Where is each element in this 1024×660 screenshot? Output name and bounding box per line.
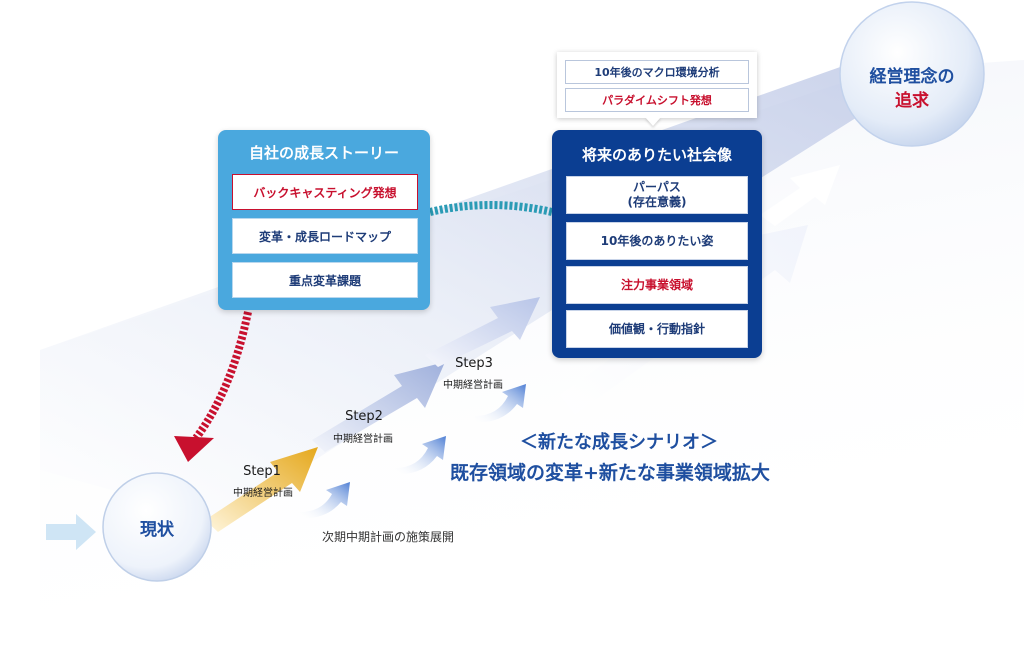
panel-connector-dashed [429, 201, 553, 216]
incoming-arrow-icon [46, 514, 96, 550]
purpose-item: パーパス (存在意義) [566, 176, 748, 214]
step1-arrow [205, 447, 318, 532]
swoop-arrow-1 [300, 482, 350, 519]
step3-label: Step3 [455, 356, 493, 371]
step3-sublabel: 中期経営計画 [443, 380, 503, 391]
step1-sublabel: 中期経営計画 [233, 488, 293, 499]
current-state-label: 現状 [140, 520, 174, 540]
focus-domains-item: 注力事業領域 [566, 266, 748, 304]
current-state-circle [102, 472, 212, 582]
callout-tail [645, 117, 661, 126]
step2-arrow [312, 362, 445, 452]
vision-10yr-label: 10年後のありたい姿 [600, 233, 714, 248]
step1-label: Step1 [243, 464, 281, 479]
goal-circle [839, 1, 985, 147]
future-society-title: 将来のありたい社会像 [581, 146, 732, 164]
purpose-label: パーパス [633, 180, 681, 194]
big-arrow-upper [760, 165, 840, 226]
focus-domains-label: 注力事業領域 [620, 277, 693, 292]
backcasting-item: バックキャスティング発想 [232, 174, 418, 210]
roadmap-item: 変革・成長ロードマップ [232, 218, 418, 254]
purpose-sublabel: (存在意義) [627, 195, 687, 209]
growth-story-panel: 自社の成長ストーリー バックキャスティング発想 変革・成長ロードマップ 重点変革… [218, 130, 430, 310]
backcast-arrowhead-icon [174, 436, 214, 462]
growth-story-title: 自社の成長ストーリー [248, 144, 399, 162]
backcast-dashed-arrow [192, 311, 252, 441]
future-society-panel: 将来のありたい社会像 パーパス (存在意義) 10年後のありたい姿 注力事業領域… [552, 130, 762, 358]
step2-sublabel: 中期経営計画 [333, 434, 393, 445]
paradigm-shift-item: パラダイムシフト発想 [565, 88, 749, 112]
scenario-heading: ＜新たな成長シナリオ＞ [520, 432, 718, 453]
next-plan-label: 次期中期計画の施策展開 [322, 530, 455, 544]
step3-arrow [425, 297, 540, 367]
macro-analysis-item: 10年後のマクロ環境分析 [565, 60, 749, 84]
goal-label-line1: 経営理念の [869, 67, 955, 87]
vision-10yr-item: 10年後のありたい姿 [566, 222, 748, 260]
goal-label-line2: 追求 [895, 91, 929, 111]
priority-issues-item: 重点変革課題 [232, 262, 418, 298]
values-label: 価値観・行動指針 [608, 321, 705, 336]
analysis-callout: 10年後のマクロ環境分析 パラダイムシフト発想 [557, 52, 757, 118]
swoop-arrow-2 [395, 436, 446, 475]
step2-label: Step2 [345, 409, 383, 424]
swoop-arrow-3 [475, 384, 526, 423]
scenario-description: 既存領域の変革+新たな事業領域拡大 [450, 462, 770, 484]
values-item: 価値観・行動指針 [566, 310, 748, 348]
